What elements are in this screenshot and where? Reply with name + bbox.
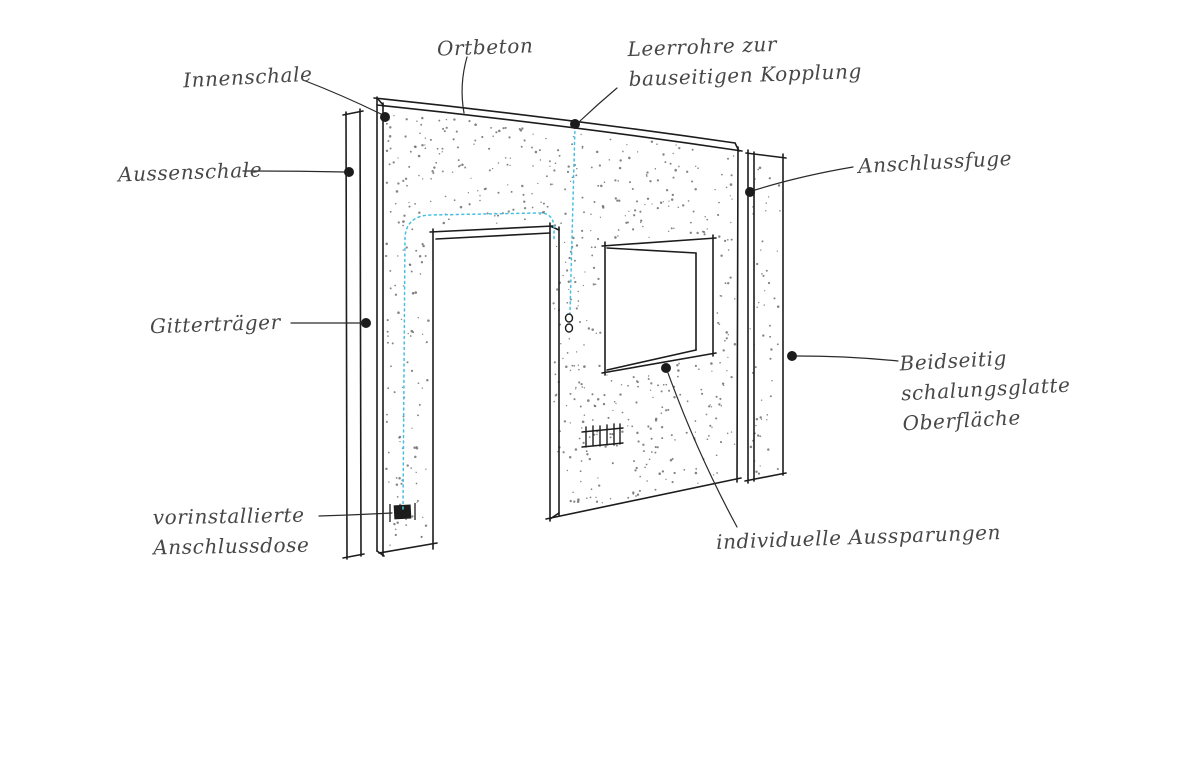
- label-aussenschale: Aussenschale: [117, 157, 263, 187]
- leader-anschlussfuge: [754, 166, 854, 191]
- label-anschlussdose: vorinstallierte Anschlussdose: [152, 502, 310, 560]
- outer-shell-panel: [342, 108, 365, 560]
- concrete-stipple: [385, 115, 781, 546]
- label-gittertraeger: Gitterträger: [149, 309, 282, 339]
- leader-dots: [344, 112, 797, 373]
- leader-beidseitig: [796, 355, 899, 362]
- junction-box: [389, 503, 416, 522]
- conduit-path-vertical: [569, 125, 576, 314]
- window-opening: [601, 234, 717, 376]
- leader-lines: [242, 56, 899, 528]
- conduit-path-door: [402, 212, 555, 510]
- right-shell-panel: [744, 149, 787, 484]
- door-opening: [429, 222, 560, 550]
- label-leerrohre: Leerrohre zur bauseitigen Kopplung: [627, 31, 863, 92]
- dot-innenschale: [380, 112, 390, 122]
- dot-aussparungen: [661, 363, 671, 373]
- leader-ortbeton: [461, 56, 468, 114]
- leader-aussenschale: [242, 170, 346, 173]
- leader-aussparungen: [667, 372, 738, 528]
- conduit-lines: [402, 125, 576, 510]
- label-beidseitig: Beidseitig schalungsglatte Oberfläche: [898, 345, 1072, 436]
- dot-leerrohre: [570, 119, 580, 129]
- conduit-end-circles: [564, 313, 574, 333]
- dot-beidseitig: [787, 351, 797, 361]
- dot-anschlussfuge: [745, 187, 755, 197]
- main-wall-panel: [373, 96, 743, 557]
- wall-sketch: [342, 96, 787, 560]
- leader-leerrohre: [579, 87, 618, 122]
- leader-innenschale: [302, 79, 382, 115]
- leader-anschlussdose: [318, 512, 393, 517]
- recess-detail: [581, 423, 624, 448]
- label-ortbeton: Ortbeton: [436, 33, 534, 61]
- dot-gittertraeger: [361, 318, 371, 328]
- dot-aussenschale: [344, 167, 354, 177]
